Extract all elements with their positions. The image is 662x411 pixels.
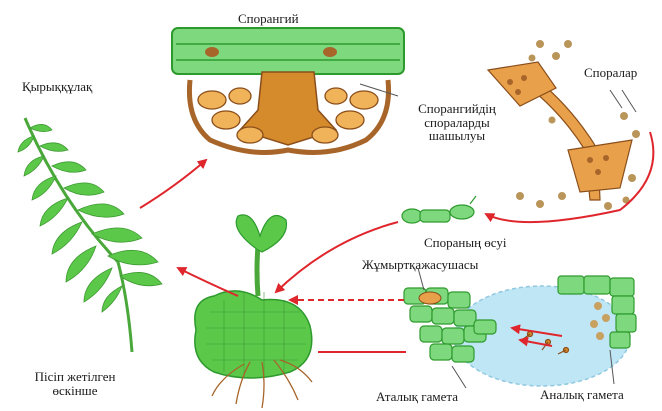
spore-germination (402, 196, 476, 223)
fern-frond (18, 118, 162, 352)
label-mature-sprout-line2: өскінше (20, 384, 130, 398)
label-fern: Қырыққұлақ (22, 80, 92, 94)
label-male-gamete: Аналық гамета (540, 388, 624, 402)
gametangia (404, 268, 636, 388)
young-sporophyte (195, 215, 312, 408)
label-egg-cell: Жұмыртқажасушасы (362, 258, 478, 272)
label-spore-release-line1: Спорангийдің (402, 102, 512, 116)
label-sporangium: Спорангий (238, 12, 299, 26)
label-spores: Споралар (584, 66, 637, 80)
label-mature-sprout: Пісіп жетілген өскінше (20, 370, 130, 397)
label-mature-sprout-line1: Пісіп жетілген (20, 370, 130, 384)
sporangium-cross-section (172, 28, 404, 152)
label-female-gamete: Аталық гамета (376, 390, 458, 404)
label-spore-release: Спорангийдің спораларды шашылуы (402, 102, 512, 143)
label-spore-release-line2: спораларды (402, 116, 512, 130)
label-spore-growth: Спораның өсуі (424, 236, 507, 250)
label-spore-release-line3: шашылуы (402, 129, 512, 143)
